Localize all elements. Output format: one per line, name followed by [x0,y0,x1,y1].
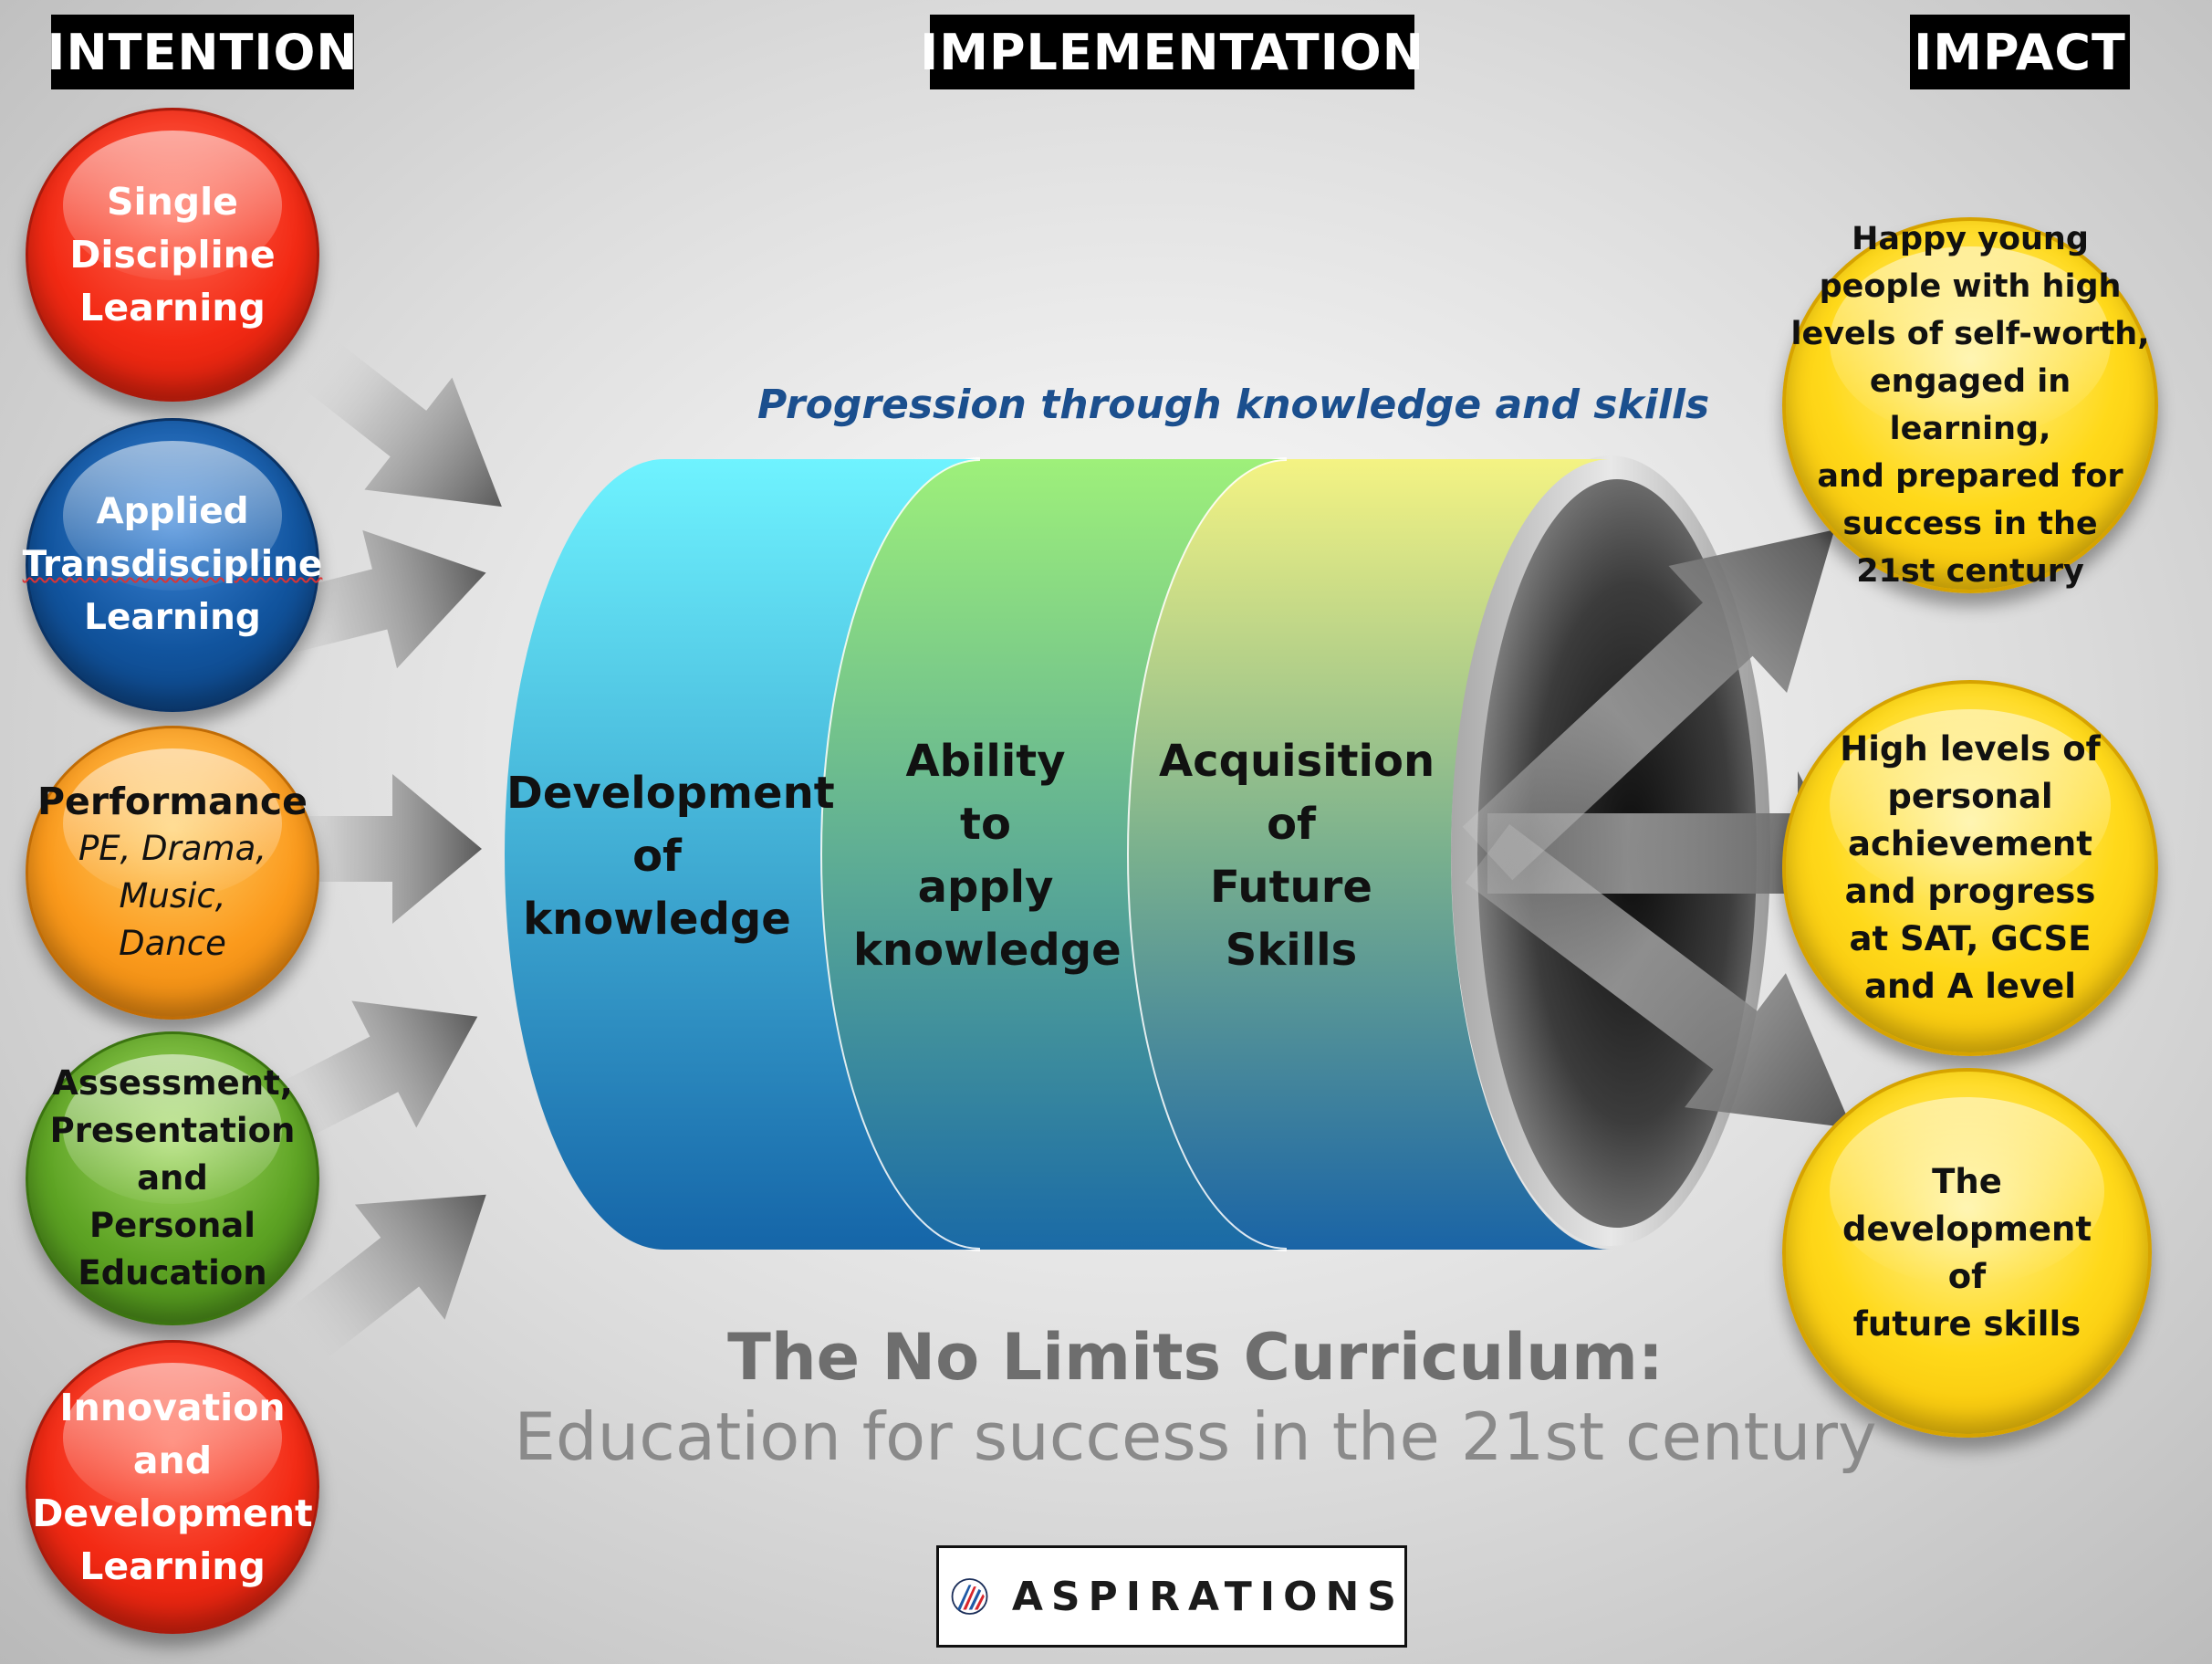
impact-2-line-6: and A level [1864,967,2076,1006]
intention-applied-transdiscipline-learning: Applied Transdiscipline Learning [23,418,322,712]
aspirations-logo-text: ASPIRATIONS [1011,1573,1404,1620]
impact-1-line-4: engaged in learning, [1869,363,2071,447]
intention-4-line-5: Education [78,1253,267,1292]
intention-5-line-1: Innovation [59,1386,286,1429]
stage-1-line-3: knowledge [523,894,791,945]
aspirations-logo: ASPIRATIONS [936,1545,1407,1648]
impact-happy-young-people: Happy young people with high levels of s… [1782,217,2158,593]
stage-3-line-3: Future [1210,862,1372,913]
intention-4-line-3: and [137,1158,208,1198]
cylinder-segment-yellow [1125,457,1611,1251]
impact-3-line-2: development [1842,1209,2092,1249]
intention-1-line-1: Single [107,180,238,224]
intention-3-line-2: Music, [119,876,226,916]
stage-2-line-4: knowledge [853,925,1122,976]
aspirations-logo-mark [951,1578,988,1615]
cylinder-segment-blue [505,459,980,1250]
impact-2-line-1: High levels of [1840,729,2101,769]
intention-header: INTENTION [47,15,358,89]
impact-1-line-7: 21st century [1856,553,2084,590]
intention-assessment-presentation-personal-education: Assessment, Presentation and Personal Ed… [26,1031,319,1325]
intention-1-line-3: Learning [79,286,266,330]
impact-header: IMPACT [1910,15,2130,89]
stage-3-line-2: of [1267,799,1316,850]
stage-2-line-2: to [960,799,1011,850]
intention-3-line-3: Dance [119,924,226,963]
intention-3-title: Performance [37,780,308,823]
intention-5-line-2: and [132,1439,213,1482]
stage-acquisition-of-future-skills: Acquisition of Future Skills [1159,730,1435,982]
output-arrow-middle [1487,771,1839,936]
intention-4-line-4: Personal [89,1206,256,1245]
input-arrow-3 [274,774,482,924]
intention-single-discipline-learning: Single Discipline Learning [26,108,319,402]
impact-1-line-3: levels of self-worth, [1790,316,2150,352]
impact-3-line-3: of [1947,1256,1987,1296]
intention-4-line-2: Presentation [49,1111,296,1150]
stage-2-line-3: apply [917,862,1054,913]
impact-2-line-3: achievement [1848,824,2092,863]
impact-1-line-5: and prepared for [1817,458,2123,495]
intention-1-line-2: Discipline [69,233,276,277]
output-arrow-top [1462,529,1835,881]
impact-1-line-1: Happy young [1852,221,2089,257]
intention-2-line-1: Applied [96,491,249,532]
stage-1-line-2: of [632,831,682,882]
input-arrow-5 [273,1194,486,1371]
implementation-header: IMPLEMENTATION [920,15,1424,89]
impact-3-line-1: The [1932,1161,2002,1201]
impact-development-of-future-skills: The development of future skills [1782,1068,2152,1438]
stage-development-of-knowledge: Development of knowledge [506,762,835,951]
stage-3-line-1: Acquisition [1159,736,1435,787]
impact-2-line-2: personal [1887,777,2053,816]
intention-innovation-and-development-learning: Innovation and Development Learning [26,1340,319,1634]
impact-1-line-6: success in the [1842,506,2098,542]
curriculum-title: The No Limits Curriculum: [727,1320,1664,1395]
intention-2-line-3: Learning [84,597,261,638]
input-arrow-4 [264,1000,478,1146]
progression-caption: Progression through knowledge and skills [757,382,1710,428]
impact-high-levels-of-achievement: High levels of personal achievement and … [1782,680,2158,1056]
impact-1-line-2: people with high [1819,268,2122,305]
stage-1-line-1: Development [506,768,835,819]
impact-2-line-4: and progress [1844,872,2096,911]
impact-2-line-5: at SAT, GCSE [1849,919,2092,958]
output-arrow-bottom [1465,824,1852,1128]
input-arrow-2 [256,529,486,669]
curriculum-subtitle: Education for success in the 21st centur… [514,1398,1877,1475]
input-arrow-1 [297,337,502,508]
stage-2-line-1: Ability [905,736,1066,787]
cylinder-segment-green [819,457,1287,1251]
intention-2-line-2: Transdiscipline [22,544,323,585]
impact-3-line-4: future skills [1852,1303,2082,1344]
intention-3-line-1: PE, Drama, [78,829,267,868]
intention-4-line-1: Assessment, [52,1063,293,1103]
stage-ability-to-apply-knowledge: Ability to apply knowledge [853,730,1122,982]
intention-5-line-4: Learning [79,1544,266,1588]
intention-5-line-3: Development [32,1491,313,1535]
intention-performance: Performance PE, Drama, Music, Dance [26,726,319,1020]
stage-3-line-4: Skills [1225,925,1358,976]
